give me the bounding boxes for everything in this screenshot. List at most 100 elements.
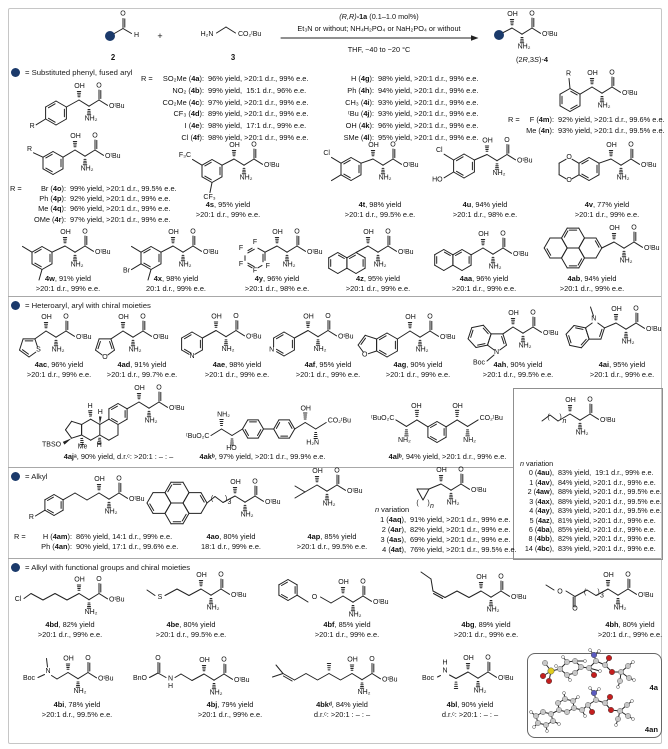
caption-line-1: 4af, 95% yield	[270, 360, 386, 370]
caption-line-2: >20:1 d.r., 99% e.e.	[574, 209, 640, 219]
atom-label: OᵗBu	[440, 334, 456, 341]
atom-label: NH₂	[222, 346, 235, 353]
atom-label: OᵗBu	[307, 249, 323, 256]
compound-code: 4ajᵃ	[63, 452, 77, 461]
caption-line-2: 20:1 d.r., 99% e.e.	[146, 283, 206, 293]
list-row: OH (4k):96% yield, >20:1 d.r., 99% e.e.	[345, 121, 479, 131]
list-row: 8 (4bb),82% yield, >20:1 d.r., 99% e.e.	[528, 534, 656, 544]
atom-label: OᵗBu	[109, 103, 125, 110]
atom-label: ᵗBuO₂C	[371, 415, 394, 422]
caption-line-1: 4akᵇ, 97% yield, >20:1 d.r., 99.9% e.e.	[170, 452, 355, 462]
atom-label: NH₂	[398, 437, 411, 444]
atom-label: OH	[611, 306, 622, 313]
catalyst-line: (R,R)-1a (0.1–1.0 mol%)	[269, 12, 489, 23]
text-part: ,3	[527, 55, 535, 65]
caption-stats: , 90% yield	[406, 360, 443, 369]
caption-line-2: >20:1 d.r., 99.5% e.e.	[155, 629, 227, 639]
atom-label: F	[253, 239, 257, 246]
section-divider-1	[8, 296, 661, 297]
atom-label: H	[168, 683, 173, 690]
atom-label: S	[158, 594, 163, 601]
atom-label: O	[504, 137, 510, 144]
atom-label: O	[140, 314, 146, 321]
caption-line-1: 4w, 91% yield	[10, 274, 126, 284]
atom-label: O	[530, 310, 536, 317]
atom-label: OH	[168, 229, 179, 236]
atom-label: (	[211, 496, 214, 503]
caption-line-2: >20:1 d.r., 99% e.e.	[385, 369, 451, 379]
structure-4bj: BnO O N H OH NH₂ O OᵗBu	[133, 655, 250, 697]
atom-label: O	[362, 352, 368, 359]
atom-label: OᵗBu	[109, 597, 125, 604]
caption-line-2: >20:1 d.r., 98% e.e.	[244, 283, 310, 293]
caption-line-1: 4v, 77% yield	[549, 200, 665, 210]
caption-stats: , 96% yield	[263, 274, 300, 283]
atom-label: NH₂	[349, 612, 362, 619]
structure-4y: F F F F F OH NH₂ O OᵗBu	[239, 229, 323, 275]
atom-label: )	[597, 589, 599, 596]
caption-stats: , 80% yield	[618, 620, 655, 629]
atom-label: O	[155, 655, 161, 662]
caption-4al: 4alᵇ, 94% yield, >20:1 d.r., 99% e.e.	[360, 452, 535, 462]
atom-label: Boc	[23, 675, 36, 682]
text-part: (0.1–1.0 mol%)	[367, 11, 419, 21]
compound-code: 4bh	[605, 620, 619, 629]
structure-4ab: OH NH₂ O OᵗBu	[543, 225, 660, 269]
structure-4ap: OH NH₂ O OᵗBu	[294, 468, 363, 508]
atom-label: NH₂	[179, 262, 192, 269]
atom-label: O	[221, 657, 227, 664]
text-part: 4a	[649, 683, 658, 693]
atom-label: NH₂	[487, 607, 500, 614]
list-row: 1 (4av),84% yield, >20:1 d.r., 99% e.e.	[529, 477, 656, 487]
compound-code: 4x	[153, 274, 163, 283]
atom-label: NH₂	[614, 605, 627, 612]
atom-label: O	[360, 579, 366, 586]
atom-label: O	[251, 142, 257, 149]
caption-line-1: 4ac, 96% yield	[1, 360, 117, 370]
atom-label: OH	[272, 229, 283, 236]
atom-label: OH	[41, 314, 52, 321]
caption-stats: , 79% yield	[217, 700, 254, 709]
caption-line-1: 4alᵇ, 94% yield, >20:1 d.r., 99% e.e.	[360, 452, 535, 462]
atom-label: NH₂	[71, 262, 84, 269]
caption-stats: , 80% yield	[219, 532, 256, 541]
atom-label: O	[85, 655, 91, 662]
structure-meta-aryl: OH NH₂ O OᵗBu R	[27, 133, 121, 175]
atom-label: OᵗBu	[471, 487, 487, 494]
structure-4be: S OH NH₂ O OᵗBu	[146, 572, 247, 612]
atom-label: OᵗBu	[76, 334, 92, 341]
text-part: R	[522, 55, 528, 65]
atom-label: OH	[347, 657, 358, 664]
atom-label: O	[312, 594, 318, 601]
caption-line-2: >20:1 d.r., 99% e.e.	[35, 283, 101, 293]
atom-label: OᵗBu	[543, 330, 559, 337]
section-bullet	[11, 471, 20, 481]
list-row: 2 (4ar),82% yield, >20:1 d.r., 99% e.e.	[381, 524, 511, 534]
caption-line-1: 4be, 80% yield	[133, 620, 249, 630]
atom-label: OᵗBu	[542, 31, 558, 38]
list-row: 4 (4at),76% yield, >20:1 d.r., 99.5% e.e…	[382, 544, 517, 554]
text-part: 4an	[644, 725, 658, 735]
atom-label: O	[390, 142, 396, 149]
text-part: 2	[110, 53, 116, 63]
atom-label: OᵗBu	[403, 162, 419, 169]
caption-line-2: d.r.ᶜ: >20:1 : – : –	[441, 709, 499, 719]
atom-label: O	[485, 655, 491, 662]
atom-label: NH₂	[598, 103, 611, 110]
compound-code: 4bl	[446, 700, 458, 709]
caption-line-2: >20:1 d.r., 99% e.e.	[314, 629, 380, 639]
atom-label: OH	[74, 83, 85, 90]
atom-label: OᵗBu	[498, 675, 514, 682]
caption-stats: , 91% yield	[54, 274, 91, 283]
atom-label: OH	[134, 385, 145, 392]
list-row: CH₃ (4i):93% yield, >20:1 d.r., 99% e.e.	[345, 97, 479, 107]
atom-label: F	[239, 261, 243, 268]
text-part: (2	[515, 55, 523, 65]
atom-label: OᵗBu	[638, 592, 654, 599]
atom-label: CO₂ᵗBu	[238, 31, 261, 38]
caption-4s: 4s, 95% yield>20:1 d.r., 99% e.e.	[170, 200, 286, 219]
atom-label: OH	[196, 572, 207, 579]
